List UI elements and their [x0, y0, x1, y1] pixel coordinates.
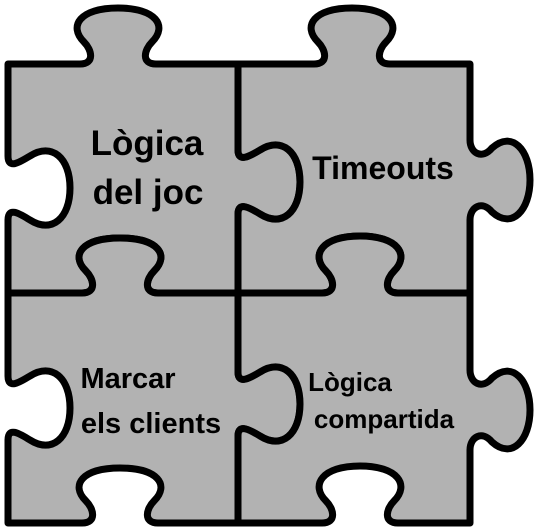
top-left-label-line2: del joc: [93, 173, 204, 212]
bottom-right-label-line1: Lògica: [308, 367, 392, 397]
top-right-label: Timeouts: [312, 150, 454, 186]
puzzle-piece-top-right: [234, 4, 534, 297]
bottom-right-label-line2: compartida: [314, 404, 455, 434]
top-left-label-line1: Lògica: [91, 124, 204, 163]
bottom-left-label-line1: Marcar: [80, 363, 175, 395]
bottom-left-label-line2: els clients: [81, 408, 221, 440]
puzzle-piece-bottom-right: [234, 232, 534, 527]
